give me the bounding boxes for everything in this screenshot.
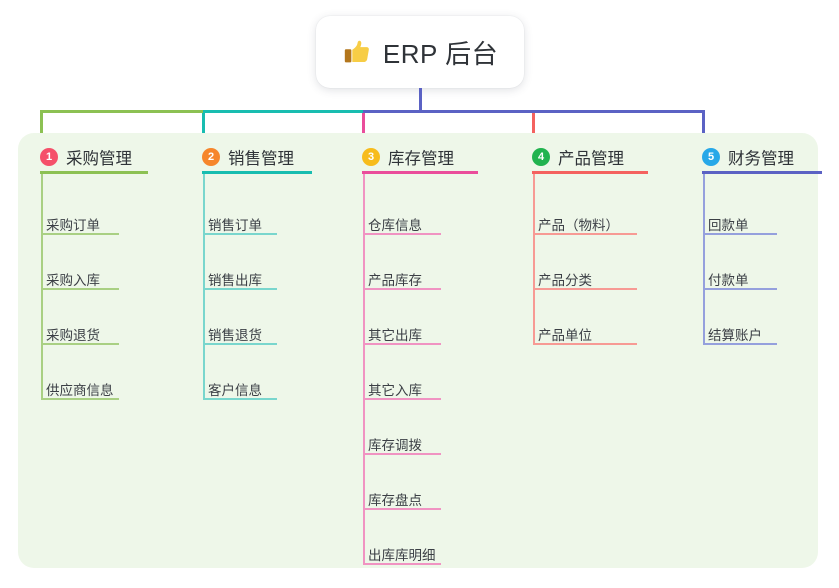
branch-badge-5: 5 (702, 148, 720, 166)
branch-spine-1 (41, 174, 43, 398)
leaf-item[interactable]: 产品库存 (368, 273, 422, 288)
leaf-item[interactable]: 其它出库 (368, 328, 422, 343)
branch-spine-4 (533, 174, 535, 343)
leaf-underline (363, 453, 441, 455)
branch-title-3: 库存管理 (388, 150, 454, 168)
leaf-underline (703, 343, 777, 345)
connector-segment-root (363, 110, 703, 113)
branch-spine-3 (363, 174, 365, 563)
leaf-item[interactable]: 回款单 (708, 218, 749, 233)
leaf-item[interactable]: 产品单位 (538, 328, 592, 343)
leaf-underline (41, 288, 119, 290)
root-title: ERP 后台 (382, 38, 499, 69)
leaf-item[interactable]: 库存盘点 (368, 493, 422, 508)
branch-title-4: 产品管理 (558, 150, 624, 168)
leaf-item[interactable]: 客户信息 (208, 383, 262, 398)
branch-spine-5 (703, 174, 705, 343)
leaf-underline (203, 288, 277, 290)
root-stem (419, 88, 422, 113)
branch-title-1: 采购管理 (66, 150, 132, 168)
leaf-underline (363, 343, 441, 345)
leaf-underline (363, 563, 441, 565)
leaf-underline (203, 398, 277, 400)
leaf-item[interactable]: 结算账户 (708, 328, 762, 343)
branch-column-3: 3 库存管理仓库信息产品库存其它出库其它入库库存调拨库存盘点出库库明细 (340, 133, 510, 568)
leaf-underline (41, 233, 119, 235)
branch-underline-4 (532, 171, 648, 174)
branch-badge-2: 2 (202, 148, 220, 166)
branch-underline-1 (40, 171, 148, 174)
branch-column-2: 2 销售管理销售订单销售出库销售退货客户信息 (180, 133, 340, 568)
leaf-item[interactable]: 其它入库 (368, 383, 422, 398)
leaf-underline (533, 343, 637, 345)
leaf-underline (533, 288, 637, 290)
leaf-underline (363, 398, 441, 400)
leaf-item[interactable]: 付款单 (708, 273, 749, 288)
connector-segment-2 (203, 110, 363, 113)
branch-underline-3 (362, 171, 478, 174)
branch-header-5[interactable]: 5 财务管理 (702, 145, 794, 169)
leaf-item[interactable]: 采购入库 (46, 273, 100, 288)
leaf-underline (41, 343, 119, 345)
branch-badge-1: 1 (40, 148, 58, 166)
leaf-item[interactable]: 库存调拨 (368, 438, 422, 453)
leaf-item[interactable]: 供应商信息 (46, 383, 114, 398)
leaf-underline (203, 343, 277, 345)
branch-panel: 1 采购管理采购订单采购入库采购退货供应商信息 2 销售管理销售订单销售出库销售退货客… (18, 133, 822, 568)
branch-header-1[interactable]: 1 采购管理 (40, 145, 132, 169)
branch-underline-2 (202, 171, 312, 174)
leaf-underline (533, 233, 637, 235)
leaf-underline (363, 233, 441, 235)
branch-badge-3: 3 (362, 148, 380, 166)
root-node[interactable]: ERP 后台 (316, 16, 524, 88)
branch-title-5: 财务管理 (728, 150, 794, 168)
connector-segment-1 (41, 110, 203, 113)
leaf-item[interactable]: 仓库信息 (368, 218, 422, 233)
branch-header-2[interactable]: 2 销售管理 (202, 145, 294, 169)
leaf-underline (703, 288, 777, 290)
branch-spine-2 (203, 174, 205, 398)
leaf-underline (363, 508, 441, 510)
leaf-underline (703, 233, 777, 235)
leaf-item[interactable]: 销售订单 (208, 218, 262, 233)
branch-column-4: 4 产品管理产品（物料） 产品分类产品单位 (510, 133, 680, 568)
branch-column-1: 1 采购管理采购订单采购入库采购退货供应商信息 (18, 133, 180, 568)
leaf-item[interactable]: 销售出库 (208, 273, 262, 288)
leaf-item[interactable]: 产品（物料） (538, 218, 619, 233)
leaf-underline (203, 233, 277, 235)
branch-title-2: 销售管理 (228, 150, 294, 168)
leaf-item[interactable]: 采购退货 (46, 328, 100, 343)
leaf-underline (41, 398, 119, 400)
leaf-underline (363, 288, 441, 290)
branch-badge-4: 4 (532, 148, 550, 166)
branch-underline-5 (702, 171, 822, 174)
leaf-item[interactable]: 产品分类 (538, 273, 592, 288)
leaf-item[interactable]: 出库库明细 (368, 548, 436, 563)
branch-header-4[interactable]: 4 产品管理 (532, 145, 624, 169)
branch-column-5: 5 财务管理回款单付款单结算账户 (680, 133, 822, 568)
thumbs-up-icon (344, 40, 369, 63)
branch-header-3[interactable]: 3 库存管理 (362, 145, 454, 169)
leaf-item[interactable]: 销售退货 (208, 328, 262, 343)
leaf-item[interactable]: 采购订单 (46, 218, 100, 233)
